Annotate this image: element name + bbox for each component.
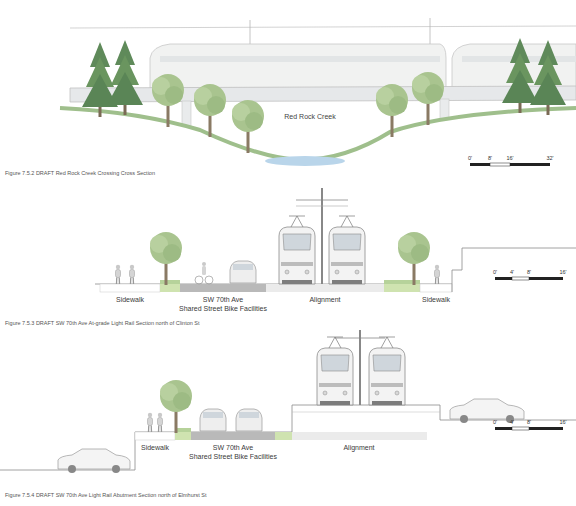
zone-label: Shared Street Bike Facilities: [189, 453, 277, 461]
figure-caption: Figure 7.5.2 DRAFT Red Rock Creek Crossi…: [5, 170, 155, 176]
car-side: [58, 449, 130, 473]
scale-mark: 4': [510, 269, 514, 275]
scale-mark: 32': [546, 155, 553, 161]
zone-label: Alignment: [309, 296, 340, 304]
scale-mark: 8': [527, 269, 531, 275]
at-grade-section: [95, 188, 576, 292]
scale-mark: 0': [468, 155, 472, 161]
water-label: Red Rock Creek: [282, 113, 337, 121]
creek-crossing-section: [60, 18, 576, 180]
zone-label: Sidewalk: [116, 296, 144, 304]
zone-label: Shared Street Bike Facilities: [179, 305, 267, 313]
scale-mark: 16': [559, 269, 566, 275]
car-rear: [230, 261, 256, 283]
scale-mark: 16': [559, 419, 566, 425]
scale-mark: 8': [527, 419, 531, 425]
zone-label: SW 70th Ave: [203, 296, 243, 304]
car-rear: [200, 409, 226, 431]
abutment-section: [0, 330, 576, 473]
scale-mark: 8': [488, 155, 492, 161]
zone-label: SW 70th Ave: [213, 444, 253, 452]
zone-label: Alignment: [343, 444, 374, 452]
zone-label: Sidewalk: [141, 444, 169, 452]
figure-caption: Figure 7.5.3 DRAFT SW 70th Ave At-grade …: [5, 320, 200, 326]
scale-mark: 4': [510, 419, 514, 425]
zone-label: Sidewalk: [422, 296, 450, 304]
cyclist: [195, 262, 213, 284]
figure-caption: Figure 7.5.4 DRAFT SW 70th Ave Light Rai…: [5, 492, 207, 498]
car-rear: [236, 409, 262, 431]
scale-mark: 0': [493, 269, 497, 275]
scale-mark: 16': [506, 155, 513, 161]
scale-mark: 0': [493, 419, 497, 425]
